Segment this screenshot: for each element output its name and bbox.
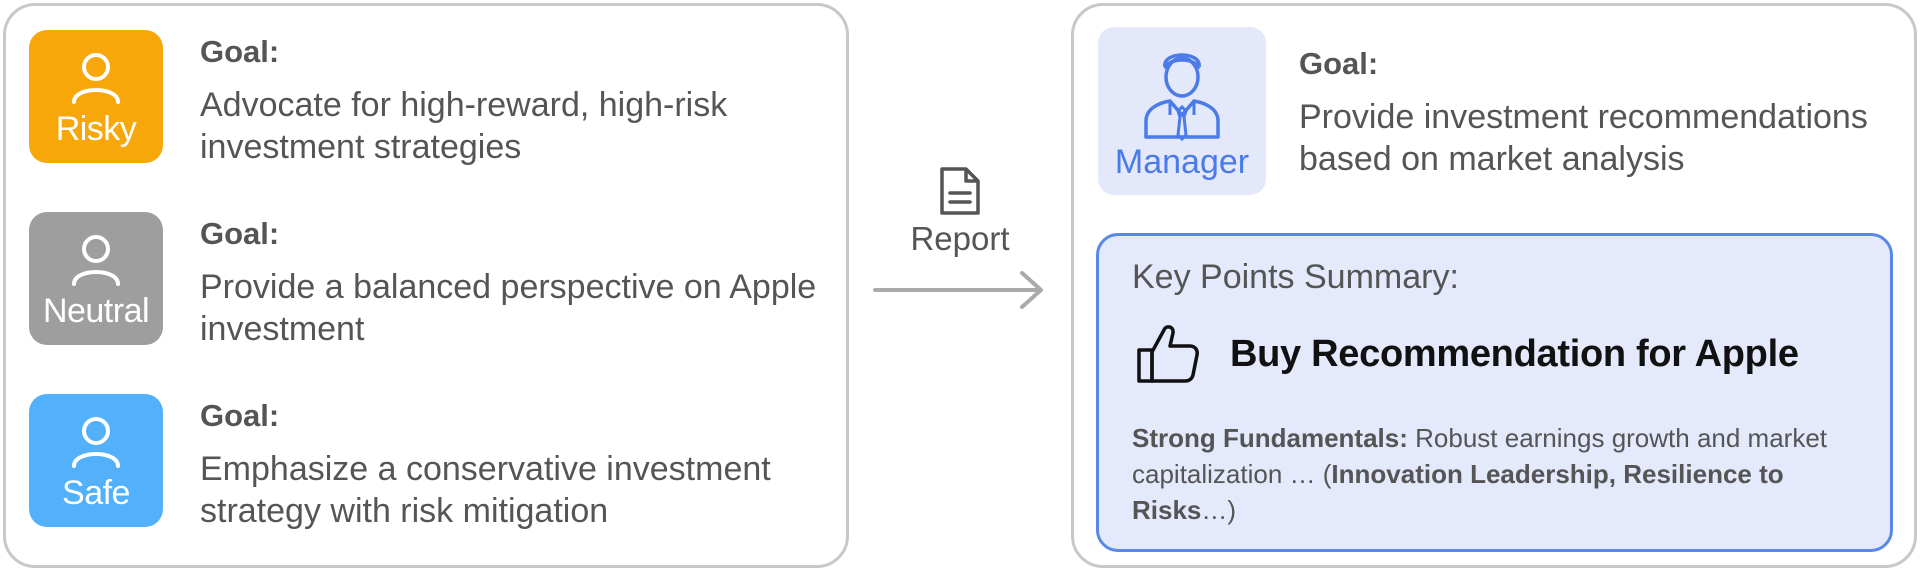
user-icon (72, 53, 120, 104)
detail-bold-2: Innovation Leadership, Resilience to Ris… (1132, 459, 1784, 525)
report-flow: Report (870, 165, 1050, 315)
agents-panel: Risky Goal: Advocate for high-reward, hi… (3, 3, 849, 568)
goal-text: Provide a balanced perspective on Apple … (200, 268, 817, 348)
agent-label: Neutral (42, 292, 150, 330)
recommendation-text: Buy Recommendation for Apple (1230, 333, 1799, 375)
detail-text-1: Robust earnings growth and market capita… (1132, 423, 1828, 489)
arrow-right-icon (873, 271, 1043, 309)
goal-text: Provide investment recommendations based… (1299, 98, 1868, 178)
goal-text: Emphasize a conservative investment stra… (200, 450, 771, 530)
manager-badge: Manager (1098, 27, 1266, 195)
risky-badge: Risky (29, 30, 163, 163)
neutral-badge: Neutral (29, 212, 163, 345)
detail-bold-1: Strong Fundamentals: (1132, 423, 1408, 453)
manager-label: Manager (1114, 143, 1250, 181)
safe-badge: Safe (29, 394, 163, 527)
agent-label: Safe (62, 474, 130, 512)
agent-label: Risky (55, 110, 137, 148)
summary-box: Key Points Summary: Buy Recommendation f… (1096, 233, 1893, 552)
goal-title: Goal: (200, 398, 280, 433)
manager-icon (1144, 53, 1220, 141)
goal-title: Goal: (200, 216, 280, 251)
user-icon (72, 235, 120, 286)
detail-text-2: …) (1201, 495, 1237, 525)
thumbs-up-icon (1137, 325, 1199, 383)
goal-title: Goal: (200, 34, 280, 69)
user-icon (72, 417, 120, 468)
report-label: Report (910, 220, 1010, 257)
summary-title: Key Points Summary: (1132, 258, 1459, 296)
summary-detail: Strong Fundamentals: Robust earnings gro… (1132, 420, 1852, 528)
document-icon (940, 167, 980, 215)
goal-title: Goal: (1299, 46, 1379, 81)
goal-text: Advocate for high-reward, high-risk inve… (200, 86, 728, 166)
manager-panel: Manager Goal: Provide investment recomme… (1071, 3, 1917, 568)
